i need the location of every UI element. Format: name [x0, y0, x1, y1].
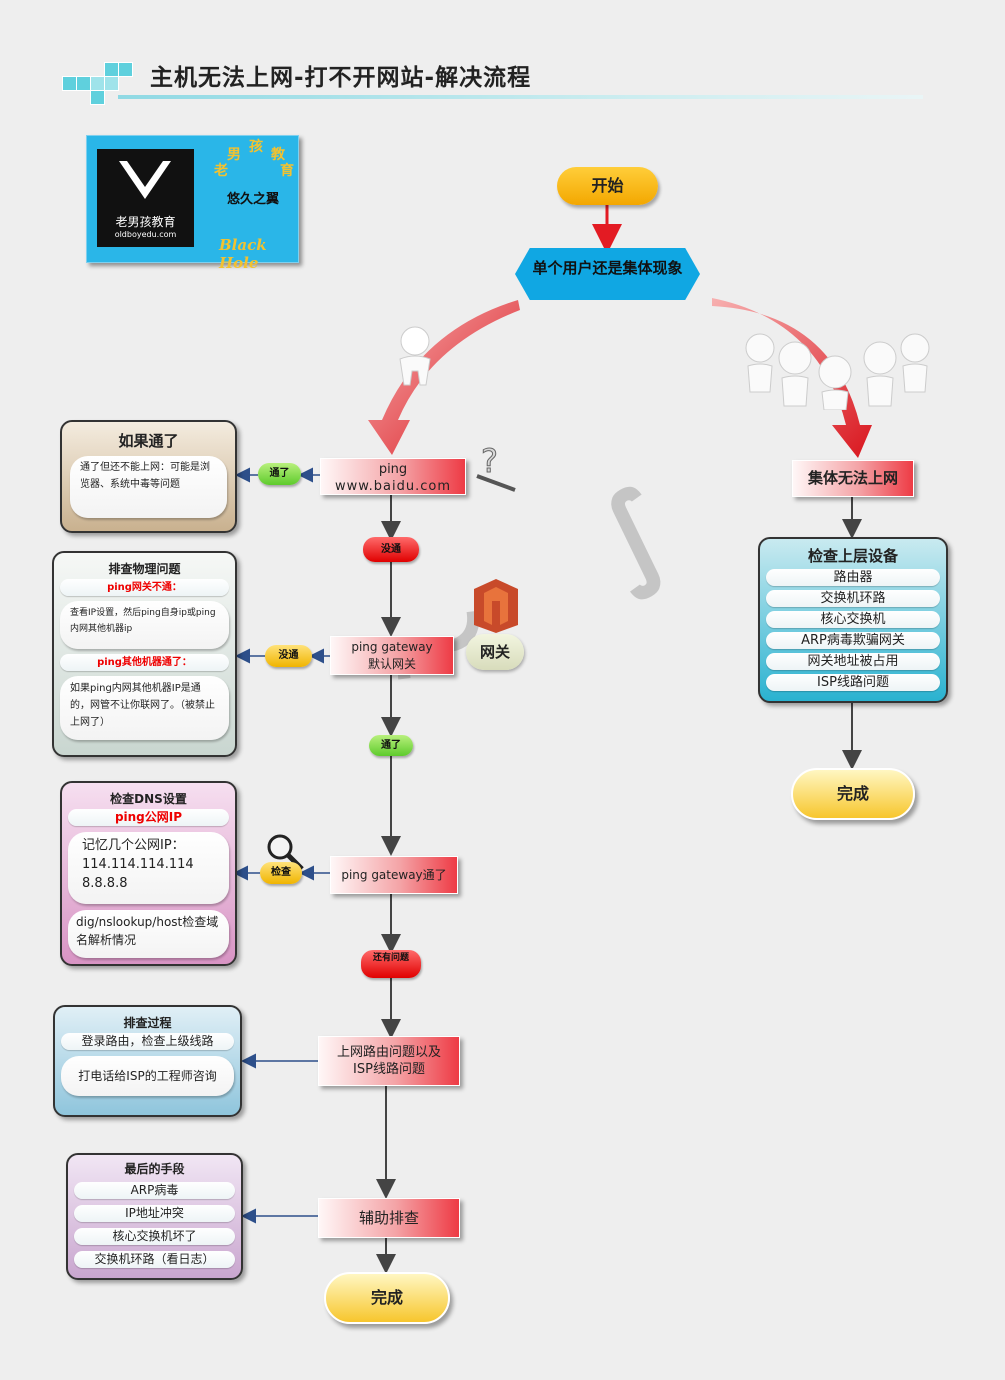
panel-upper-title: 检查上层设备 [807, 547, 898, 565]
physical-sub2: ping其他机器通了： [60, 654, 229, 671]
dns-text2: dig/nslookup/host检查域名解析情况 [68, 910, 229, 958]
upper-row: 网关地址被占用 [766, 653, 940, 670]
logo-badge: 老男孩教育 oldboyedu.com [97, 149, 194, 247]
logo-char: 育 [280, 163, 294, 179]
physical-sub1: ping网关不通： [60, 579, 229, 596]
panel-if-ok-text: 通了但还不能上网：可能是浏览器、系统中毒等问题 [70, 456, 227, 518]
gateway-badge: 网关 [466, 634, 524, 670]
dns-text1: 记忆几个公网IP： [82, 838, 185, 853]
crowd-icon [745, 333, 930, 410]
curved-arrow-left [368, 300, 520, 455]
last-row: 交换机环路（看日志） [74, 1251, 235, 1268]
person-icon [399, 326, 431, 386]
question-icon: ? [476, 442, 516, 492]
tag-still-problem: 还有问题 [361, 950, 421, 978]
logo-char: 教 [271, 147, 285, 163]
group-node: 集体无法上网 [792, 460, 914, 497]
panel-process: 排查过程 登录路由，检查上级线路 打电话给ISP的工程师咨询 [53, 1005, 242, 1117]
start-node: 开始 [557, 167, 658, 205]
ping-target: www.baidu.com [334, 479, 452, 494]
svg-text:?: ? [481, 442, 498, 480]
upper-row: 交换机环路 [766, 590, 940, 607]
logo: 老男孩教育 oldboyedu.com 男 孩 教 老 育 悠久之翼 Black… [86, 135, 299, 272]
logo-domain: oldboyedu.com [114, 230, 177, 239]
page-title: 主机无法上网-打不开网站-解决流程 [150, 65, 532, 91]
upper-row: 路由器 [766, 569, 940, 586]
panel-upper-devices: 检查上层设备 路由器 交换机环路 核心交换机 ARP病毒欺骗网关 网关地址被占用… [758, 537, 948, 703]
assist-node: 辅助排查 [318, 1198, 460, 1238]
physical-text2: 如果ping内网其他机器IP是通的，网管不让你联网了。（被禁止上网了） [60, 676, 229, 740]
decision-node: 单个用户还是集体现象 [515, 248, 700, 300]
upper-row: 核心交换机 [766, 611, 940, 628]
last-row: ARP病毒 [74, 1182, 235, 1199]
title-underline [118, 95, 923, 99]
physical-text1: 查看IP设置，然后ping自身ip或ping内网其他机器ip [60, 601, 229, 649]
dns-ip-list: 记忆几个公网IP： 114.114.114.114 8.8.8.8 [68, 832, 229, 904]
gateway-icon [474, 579, 518, 633]
ping-label: ping [378, 462, 408, 477]
upper-row: ISP线路问题 [766, 674, 940, 691]
logo-script: Black Hole [219, 236, 267, 272]
panel-dns: 检查DNS设置 ping公网IP 记忆几个公网IP： 114.114.114.1… [60, 781, 237, 966]
panel-if-ok-title: 如果通了 [118, 432, 179, 450]
title-decoration [62, 60, 133, 110]
logo-motto: 悠久之翼 [227, 192, 280, 207]
panel-dns-title: 检查DNS设置 [110, 792, 187, 806]
tag-gateway-ok: 通了 [369, 735, 413, 756]
gateway-sub: 默认网关 [367, 657, 416, 671]
panel-if-ok: 如果通了 通了但还不能上网：可能是浏览器、系统中毒等问题 [60, 420, 237, 533]
logo-char: 老 [214, 163, 228, 179]
ping-node: ping www.baidu.com [320, 458, 466, 495]
tag-check: 检查 [260, 862, 302, 884]
dns-sub: ping公网IP [68, 809, 229, 826]
last-row: 核心交换机坏了 [74, 1228, 235, 1245]
logo-char: 孩 [249, 139, 263, 155]
panel-last-title: 最后的手段 [124, 1162, 185, 1176]
upper-row: ARP病毒欺骗网关 [766, 632, 940, 649]
panel-physical-title: 排查物理问题 [108, 562, 181, 576]
tag-gateway-fail: 没通 [265, 645, 312, 667]
dns-ip1: 114.114.114.114 [82, 857, 194, 872]
tag-ping-fail: 没通 [363, 537, 419, 562]
dns-ip2: 8.8.8.8 [82, 876, 128, 891]
tag-ping-ok: 通了 [258, 463, 301, 485]
done-node-left: 完成 [324, 1272, 450, 1324]
ping-gateway-node: ping gateway 默认网关 [330, 636, 454, 675]
done-node-right: 完成 [791, 768, 915, 820]
logo-v-icon [119, 161, 171, 199]
gateway-label: ping gateway [351, 640, 433, 654]
panel-physical: 排查物理问题 ping网关不通： 查看IP设置，然后ping自身ip或ping内… [52, 551, 237, 757]
logo-brand: 老男孩教育 [115, 215, 176, 229]
process-row1: 登录路由，检查上级线路 [61, 1033, 234, 1050]
route-line1: 上网路由问题以及 [336, 1045, 441, 1060]
panel-last-resort: 最后的手段 ARP病毒 IP地址冲突 核心交换机坏了 交换机环路（看日志） [66, 1153, 243, 1280]
route-node: 上网路由问题以及 ISP线路问题 [318, 1036, 460, 1086]
route-line2: ISP线路问题 [353, 1062, 425, 1077]
logo-char: 男 [227, 147, 241, 163]
process-row2: 打电话给ISP的工程师咨询 [61, 1056, 234, 1096]
panel-process-title: 排查过程 [123, 1016, 172, 1030]
gateway-ok-node: ping gateway通了 [330, 856, 458, 894]
last-row: IP地址冲突 [74, 1205, 235, 1222]
